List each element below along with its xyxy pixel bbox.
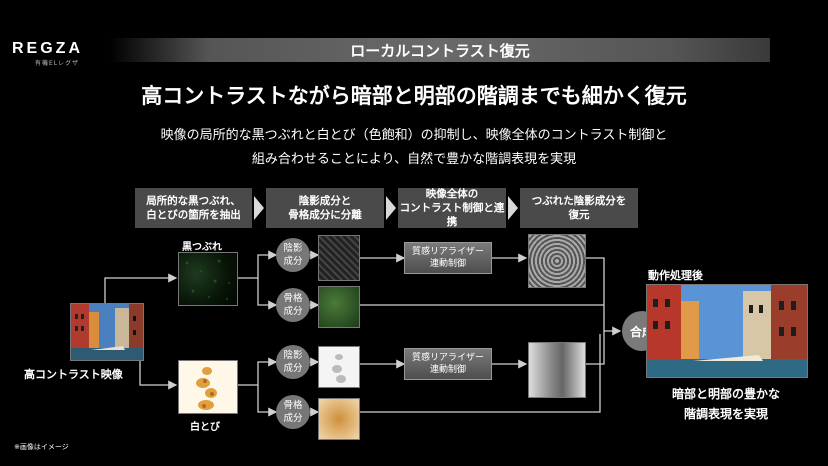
shadow-component-node: 陰影成分 [276, 345, 310, 379]
black-crush-label: 黒つぶれ [182, 242, 222, 253]
shadow-component-node: 陰影成分 [276, 238, 310, 272]
description-line-2: 組み合わせることにより、自然で豊かな階調表現を実現 [251, 152, 577, 167]
texture-realizer-control-box: 質感リアライザー連動制御 [404, 242, 492, 274]
chevron-right-icon [254, 196, 264, 220]
texture-realizer-control-box: 質感リアライザー連動制御 [404, 348, 492, 380]
banner-title: ローカルコントラスト復元 [350, 41, 530, 60]
title-banner: ローカルコントラスト復元 [110, 38, 770, 62]
description: 映像の局所的な黒つぶれと白とび（色飽和）の抑制し、映像全体のコントラスト制御と … [0, 124, 828, 172]
chevron-right-icon [508, 196, 518, 220]
step-extract: 局所的な黒つぶれ、白とびの箇所を抽出 [135, 188, 252, 228]
headline: 高コントラストながら暗部と明部の階調までも細かく復元 [141, 84, 687, 108]
skeleton-component-node: 骨格成分 [276, 288, 310, 322]
footnote: ※画像はイメージ [14, 443, 69, 451]
step-contrast-control: 映像全体のコントラスト制御と連携 [398, 188, 506, 228]
output-label: 動作処理後 [648, 269, 703, 282]
regza-logo: REGZA [12, 40, 83, 57]
input-label: 高コントラスト映像 [24, 368, 123, 381]
chevron-right-icon [386, 196, 396, 220]
shadow-image-dark [318, 235, 360, 281]
output-image [646, 284, 808, 378]
skeleton-image-bright [318, 398, 360, 440]
black-crush-image [178, 252, 238, 306]
input-image [70, 303, 144, 361]
step-separate: 陰影成分と骨格成分に分離 [266, 188, 384, 228]
result-caption: 暗部と明部の豊かな 階調表現を実現 [671, 387, 780, 421]
shadow-image-bright [318, 346, 360, 388]
skeleton-component-node: 骨格成分 [276, 395, 310, 429]
white-clip-image [178, 360, 238, 414]
restored-shadow-bright [528, 342, 586, 398]
regza-logo-subtitle: 有機ELレグザ [35, 60, 80, 67]
white-clip-label: 白とび [190, 422, 220, 433]
skeleton-image-dark [318, 286, 360, 328]
restored-shadow-dark [528, 234, 586, 288]
description-line-1: 映像の局所的な黒つぶれと白とび（色飽和）の抑制し、映像全体のコントラスト制御と [160, 128, 668, 143]
step-restore: つぶれた陰影成分を復元 [520, 188, 638, 228]
